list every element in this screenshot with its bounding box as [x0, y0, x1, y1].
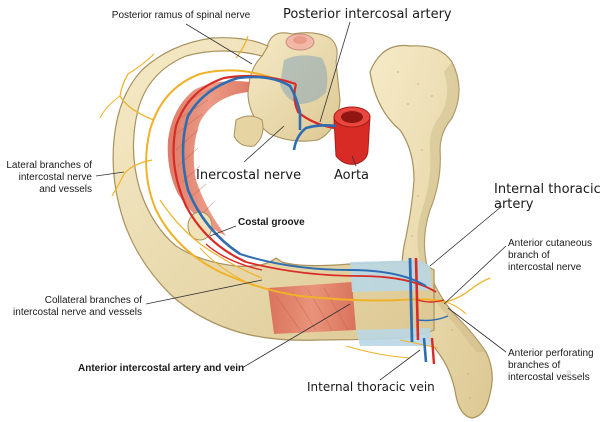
sternum [369, 44, 493, 419]
label-cb-line1: Collateral branches of [44, 295, 142, 306]
aorta-vessel [333, 106, 371, 165]
anterior-membrane-lower [356, 328, 432, 346]
label-lateral-branches-line3: and vessels [39, 184, 92, 195]
label-ap-line2: branches of [508, 360, 561, 371]
watermark: a .. [566, 368, 580, 379]
label-internal-thoracic-artery: Internal thoracic artery [494, 182, 601, 212]
intercostal-muscle-upper [167, 81, 250, 236]
leader-lines [95, 21, 507, 381]
label-cb-line2: intercostal nerve and vessels [13, 307, 142, 318]
label-intercostal-nerve: Inercostal nerve [196, 168, 302, 183]
label-aorta: Aorta [334, 168, 370, 183]
label-internal-thoracic-vein: Internal thoracic vein [307, 380, 435, 394]
label-ac-line2: branch of [508, 250, 550, 261]
label-ap-line3: intercostal vessels [508, 372, 590, 383]
label-anterior-cutaneous: Anterior cutaneous branch of intercostal… [508, 238, 592, 274]
intercostal-arteries [172, 74, 445, 341]
label-lateral-branches: Lateral branches of intercostal nerve an… [0, 160, 92, 196]
label-posterior-ramus: Posterior ramus of spinal nerve [111, 10, 251, 21]
label-collateral-branches: Collateral branches of intercostal nerve… [0, 295, 142, 319]
label-lateral-branches-line2: intercostal nerve [18, 172, 92, 183]
label-ita-line1: Internal thoracic [494, 182, 601, 197]
intercostal-veins [181, 75, 449, 363]
vertebra [233, 32, 341, 147]
label-ap-line1: Anterior perforating [508, 348, 594, 359]
label-costal-groove: Costal groove [238, 217, 305, 228]
label-anterior-intercostal: Anterior intercostal artery and vein [78, 363, 245, 374]
label-ac-line3: intercostal nerve [508, 262, 582, 273]
sternum-shading [417, 62, 486, 352]
label-ita-line2: artery [494, 197, 534, 212]
label-lateral-branches-line1: Lateral branches of [6, 160, 92, 171]
label-anterior-perforating: Anterior perforating branches of interco… [508, 348, 594, 384]
label-ac-line1: Anterior cutaneous [508, 238, 592, 249]
label-posterior-intercostal-artery: Posterior intercosal artery [283, 7, 452, 22]
